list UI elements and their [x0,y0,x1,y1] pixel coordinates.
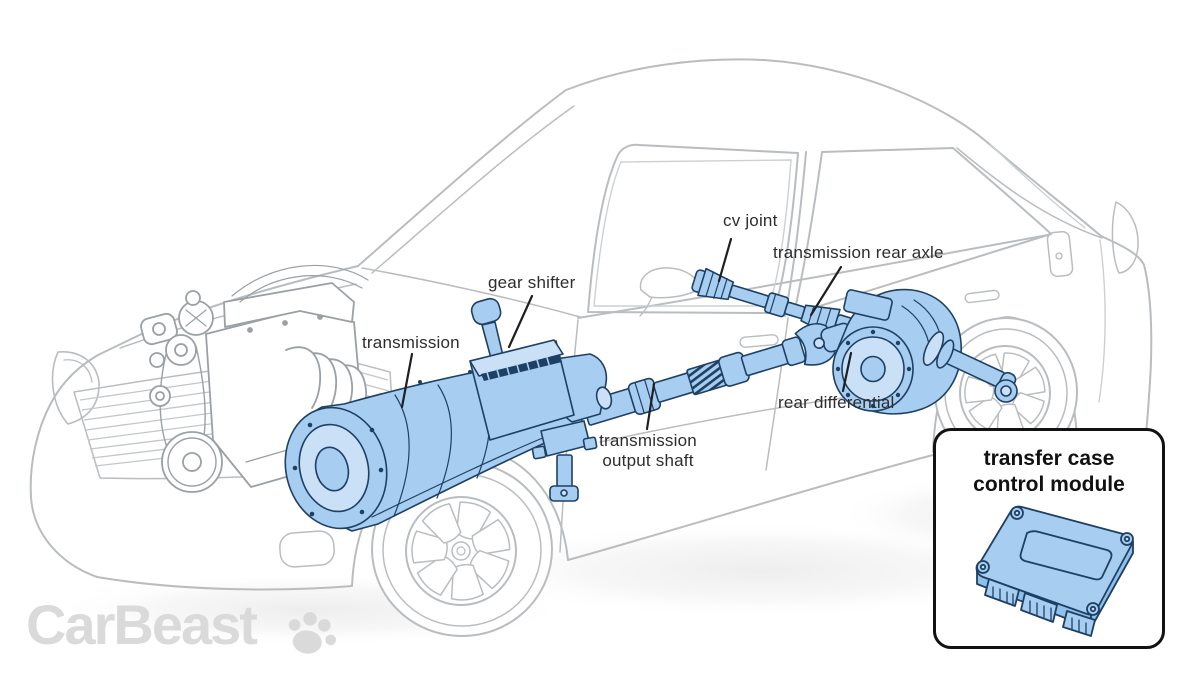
inset-title-line1: transfer case [983,447,1115,470]
inset-title: transfer case control module [936,446,1162,497]
front-wheel [371,461,553,637]
rear-axle-tube [922,331,1017,394]
transmission-mount [531,420,598,502]
label-transmission-output-shaft: transmission output shaft [599,431,697,471]
drivetrain-highlight [284,267,1018,532]
leader-lines [400,237,853,431]
brand-logo: CarBeast [26,593,337,664]
label-rear-differential: rear differential [778,393,895,412]
gear-shifter [469,297,575,441]
rear-differential [832,288,1018,415]
brand-name: CarBeast [26,593,258,656]
label-gear-shifter: gear shifter [488,273,576,292]
module-connectors [984,578,1096,637]
label-cv-joint: cv joint [723,211,778,230]
label-transmission-rear-axle: transmission rear axle [773,243,944,262]
engine [140,264,369,493]
transmission-output-shaft [582,336,806,426]
transfer-case-module-drawing [975,505,1134,637]
inset-title-line2: control module [973,472,1125,496]
paw-icon [288,612,337,654]
label-transmission: transmission [362,333,460,352]
inset-transfer-case-module: transfer case control module [933,428,1165,649]
